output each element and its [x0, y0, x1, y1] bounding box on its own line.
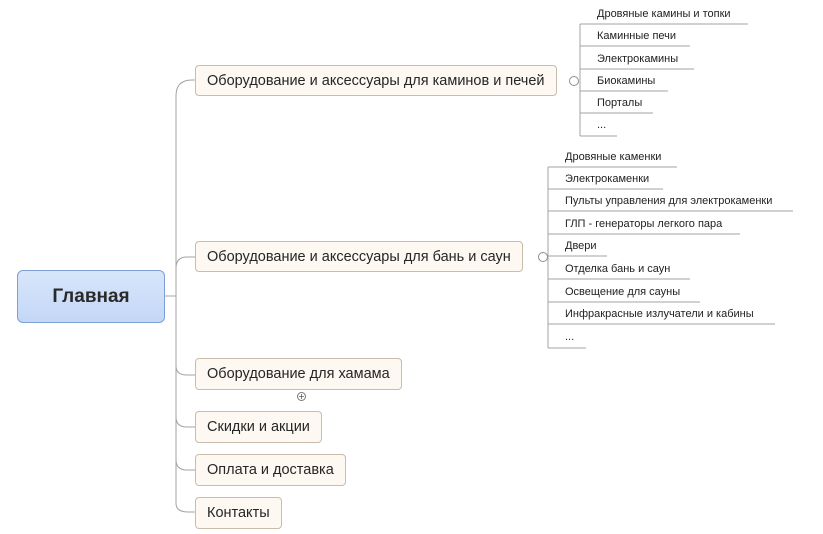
leaf-node[interactable]: ГЛП - генераторы легкого пара [565, 218, 723, 230]
leaf-node[interactable]: Отделка бань и саун [565, 263, 671, 275]
branch-contacts[interactable]: Контакты [195, 497, 282, 529]
leaf-node[interactable]: Двери [565, 240, 597, 252]
branch-hammam[interactable]: Оборудование для хамама [195, 358, 402, 390]
leaf-node[interactable]: Дровяные каменки [565, 151, 662, 163]
leaf-node[interactable]: ... [565, 331, 575, 343]
expand-toggle-hammam[interactable]: + [297, 392, 306, 401]
branch-payment-delivery[interactable]: Оплата и доставка [195, 454, 346, 486]
leaf-node[interactable]: Дровяные камины и топки [597, 8, 731, 20]
leaf-node[interactable]: Порталы [597, 97, 643, 109]
leaf-node[interactable]: Освещение для сауны [565, 286, 681, 298]
leaf-node[interactable]: Электрокамины [597, 53, 679, 65]
collapse-toggle-saunas[interactable] [538, 252, 548, 262]
leaf-node[interactable]: Электрокаменки [565, 173, 650, 185]
leaf-node[interactable]: Каминные печи [597, 30, 677, 42]
leaf-node[interactable]: Пульты управления для электрокаменки [565, 195, 773, 207]
branch-fireplaces[interactable]: Оборудование и аксессуары для каминов и … [195, 65, 557, 96]
branch-saunas[interactable]: Оборудование и аксессуары для бань и сау… [195, 241, 523, 272]
collapse-toggle-fireplaces[interactable] [569, 76, 579, 86]
branch-discounts[interactable]: Скидки и акции [195, 411, 322, 443]
leaf-node[interactable]: Инфракрасные излучатели и кабины [565, 308, 754, 320]
root-node-home[interactable]: Главная [17, 270, 165, 323]
leaf-node[interactable]: ... [597, 119, 607, 131]
leaf-node[interactable]: Биокамины [597, 75, 656, 87]
